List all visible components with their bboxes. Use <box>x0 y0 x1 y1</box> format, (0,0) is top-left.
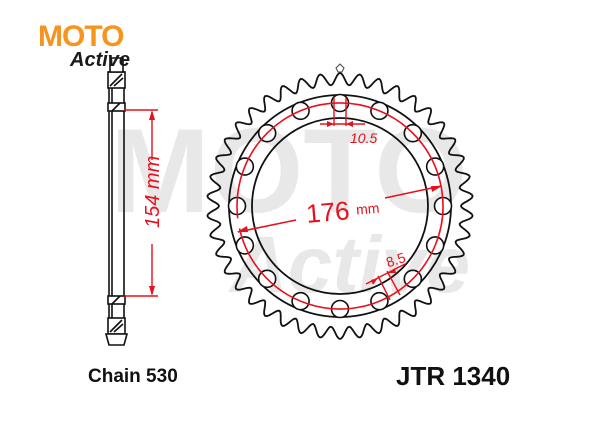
chain-size-label: Chain 530 <box>88 366 178 387</box>
side-dimension: 154 mm <box>124 109 164 297</box>
bolt-hole-10-5-label: 10.5 <box>350 130 377 146</box>
timing-mark-icon <box>335 63 345 73</box>
part-number-label: JTR 1340 <box>396 361 511 391</box>
pcd-circle <box>236 102 444 310</box>
logo-active-text: Active <box>70 49 131 71</box>
hole-8-5-label: 8.5 <box>384 249 408 270</box>
logo-moto-text: MOTO <box>38 20 124 53</box>
center-bore <box>251 117 429 295</box>
logo: MOTO Active <box>38 22 158 74</box>
pcd-176-label: 176 <box>305 195 351 229</box>
dimension-154-label: 154 mm <box>142 156 164 228</box>
pcd-unit-label: mm <box>355 200 380 218</box>
side-profile <box>104 57 129 346</box>
teeth-outline <box>206 71 474 341</box>
